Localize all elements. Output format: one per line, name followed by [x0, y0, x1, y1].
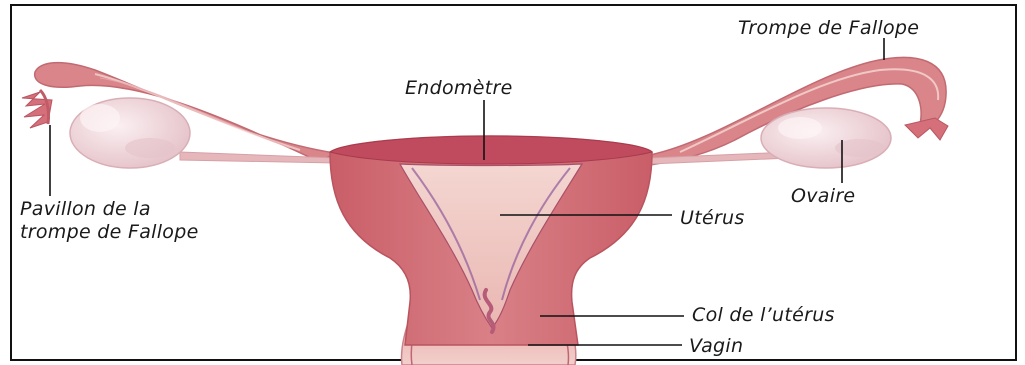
label-pavillon-line1: Pavillon de la — [20, 198, 151, 220]
label-col-de-l-uterus: Col de l’utérus — [692, 304, 835, 326]
uterus — [330, 136, 652, 345]
label-pavillon-line2: trompe de Fallope — [20, 221, 199, 243]
left-fimbriae — [22, 90, 52, 128]
endometrium-band — [330, 136, 652, 164]
label-vagin: Vagin — [689, 335, 743, 357]
left-ovary — [70, 98, 190, 168]
label-uterus: Utérus — [680, 207, 745, 229]
label-ovaire: Ovaire — [791, 185, 855, 207]
right-ovary — [761, 108, 891, 168]
right-fimbriae — [905, 118, 948, 140]
label-endometre: Endomètre — [405, 77, 513, 99]
label-trompe-de-fallope: Trompe de Fallope — [738, 17, 919, 39]
